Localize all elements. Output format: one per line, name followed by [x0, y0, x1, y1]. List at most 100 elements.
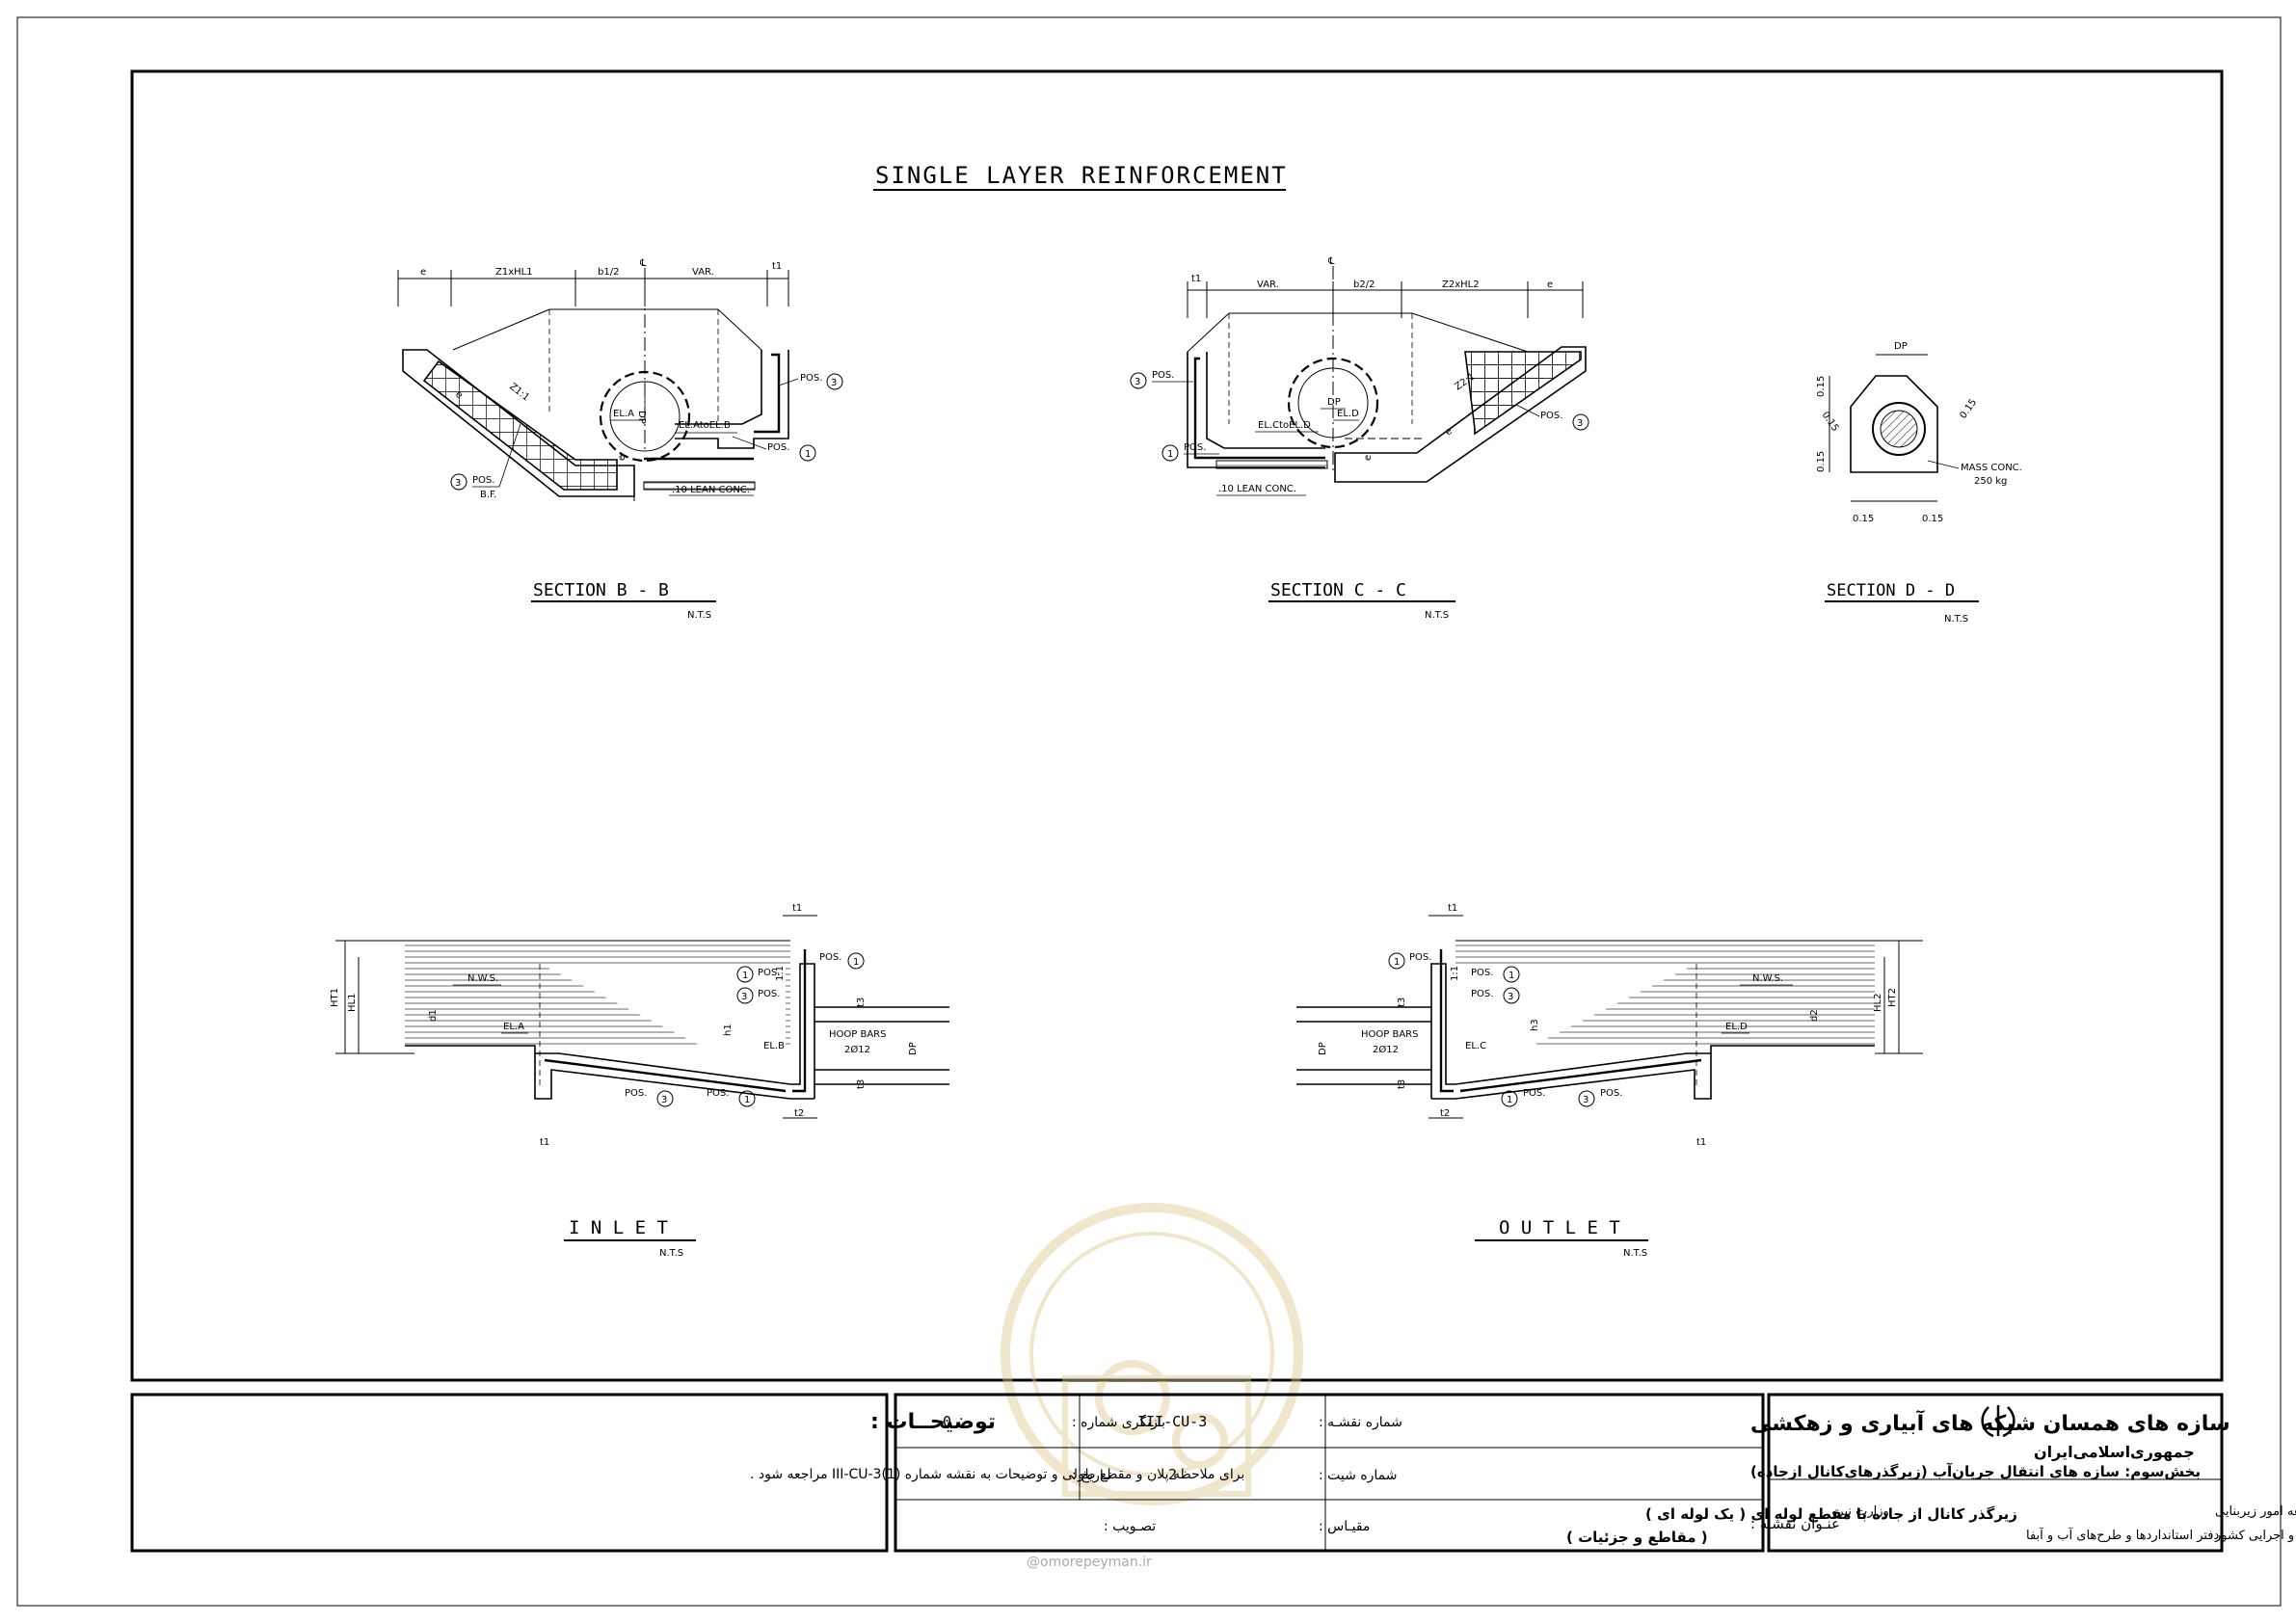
outlet-pos1: POS. [1471, 968, 1493, 978]
cc-scale: N.T.S [1425, 610, 1449, 621]
cc-title: SECTION C - C [1270, 580, 1406, 600]
notes-text: برای ملاحظه پلان و مقطع طولی و توضیحات ب… [750, 1467, 1244, 1482]
inlet-t1-top: t1 [792, 903, 802, 914]
inlet-pos1-num: 1 [742, 971, 748, 981]
watermark-text: @omorepeyman.ir [1027, 1555, 1152, 1570]
bb-pos3-left-num: 3 [455, 478, 461, 489]
notes-title: توضیحــات : [870, 1410, 996, 1434]
inlet-pos1-top-num: 1 [853, 957, 859, 968]
inlet-pos1-top: POS. [819, 952, 841, 963]
part-title: بخش‌سوم: سازه های انتقال جریان‌آب (زیرگذ… [1750, 1463, 2201, 1480]
inlet-t2: t2 [794, 1108, 804, 1119]
scale-label: مقیـاس : [1319, 1519, 1370, 1534]
dd-title: SECTION D - D [1827, 581, 1955, 600]
bb-slope-e: e [453, 389, 465, 401]
outlet-ht2: HT2 [1887, 988, 1898, 1007]
outlet-pos1-top-num: 1 [1394, 957, 1400, 968]
drawing-no-label: شماره نقشـه : [1319, 1415, 1402, 1430]
inlet-d1: d1 [428, 1009, 439, 1022]
bb-pos1-num: 1 [805, 449, 811, 460]
iran-emblem-icon [1981, 1405, 2016, 1438]
inlet-elb: EL.B [763, 1041, 785, 1051]
inlet-nws: N.W.S. [467, 973, 498, 984]
outlet-pos1-top: POS. [1409, 952, 1431, 963]
inlet-hl1: HL1 [347, 994, 358, 1012]
outlet-t3-b: t3 [1397, 1079, 1407, 1089]
inlet-bar-2012: 2Ø12 [844, 1044, 870, 1055]
bb-pos3-right: POS. [800, 373, 822, 384]
bb-dp: DP [636, 411, 647, 424]
bb-lean-conc: .10 LEAN CONC. [672, 485, 750, 495]
inlet-t3-a: t3 [856, 998, 867, 1007]
cc-elc-to-eld: EL.CtoEL.D [1258, 420, 1311, 431]
inlet-one-one: 1:1 [775, 966, 786, 981]
outlet-nws: N.W.S. [1752, 973, 1783, 984]
drawing-title-label: عنـوان نقشـه : [1750, 1515, 1840, 1532]
section-cc: t1 VAR. b2/2 Z2xHL2 e ℄ Z2:1 e e DP EL.C… [1130, 256, 1589, 621]
dd-scale: N.T.S [1944, 614, 1968, 625]
cc-pos1: POS. [1184, 442, 1206, 453]
drawing-title-2: ( مقاطع و جزئیات ) [1566, 1529, 1708, 1546]
inlet-dp: DP [908, 1042, 919, 1055]
sheet-label: شماره شیت : [1319, 1468, 1398, 1483]
bb-dim-var: VAR. [692, 267, 714, 278]
outlet-hoop-bars: HOOP BARS [1361, 1029, 1418, 1040]
outlet-section: HL2 HT2 N.W.S. d2 h3 EL.D EL.C HOOP BARS… [1296, 903, 1923, 1259]
bb-dim-e: e [420, 267, 426, 278]
approval-label: تصـویب : [1104, 1519, 1156, 1534]
outlet-t1-top: t1 [1448, 903, 1457, 914]
inlet-ela: EL.A [503, 1022, 524, 1032]
outlet-pos3: POS. [1471, 989, 1493, 999]
inlet-pos1: POS. [758, 968, 780, 978]
dd-dim-015-c: 0.15 [1820, 410, 1841, 434]
bb-dim-b1: b1/2 [598, 267, 619, 278]
outlet-pos3-num: 3 [1508, 992, 1513, 1002]
inlet-t3-b: t3 [856, 1079, 867, 1089]
cc-dim-t1: t1 [1191, 274, 1201, 284]
bb-centerline: ℄ [639, 258, 647, 269]
outlet-one-one: 1:1 [1450, 966, 1460, 981]
outlet-t3-a: t3 [1397, 998, 1407, 1007]
inlet-pos3-num: 3 [741, 992, 747, 1002]
dd-dim-015-e: 0.15 [1853, 514, 1874, 524]
outlet-hl2: HL2 [1873, 994, 1883, 1012]
cc-lean-conc: .10 LEAN CONC. [1218, 484, 1296, 494]
outlet-title: O U T L E T [1499, 1217, 1620, 1238]
cc-dim-e: e [1547, 279, 1553, 290]
bb-dim-z1hl1: Z1xHL1 [495, 267, 533, 278]
main-title: SINGLE LAYER REINFORCEMENT [875, 162, 1288, 189]
office-name: دفتر استانداردها و طرح‌های آب و آبفا [2026, 1527, 2220, 1543]
cc-pos1-num: 1 [1167, 449, 1173, 460]
inlet-pos3: POS. [758, 989, 780, 999]
bb-pos1: POS. [767, 442, 789, 453]
outlet-bar-2012: 2Ø12 [1373, 1044, 1399, 1055]
project-title: سازه های همسان شبکه های آبیاری و زهکشی [1750, 1409, 2230, 1436]
country-name: جمهوری‌اسلامی‌ایران [2034, 1443, 2195, 1461]
section-bb: e Z1xHL1 b1/2 VAR. t1 ℄ Z1:1 e e DP EL.A [397, 258, 843, 621]
outlet-pos3-bottom: POS. [1600, 1088, 1622, 1099]
ministry-name: وزارت نیرو [1830, 1504, 1889, 1519]
cc-slope-e: e [1443, 426, 1454, 439]
outlet-pos1-bottom: POS. [1523, 1088, 1545, 1099]
bb-ela: EL.A [613, 409, 634, 419]
outlet-d2: d2 [1809, 1009, 1820, 1022]
cc-pos3-left: POS. [1152, 370, 1174, 381]
bb-ela-to-elb: EL.AtoEL.B [679, 420, 731, 431]
cc-pos3-right-num: 3 [1577, 418, 1583, 429]
drawing-title-1: زیرگذر کانال از جاده با مقطع لوله ای ( ی… [1645, 1505, 2017, 1523]
inlet-title: I N L E T [569, 1217, 668, 1238]
dd-mass-conc: MASS CONC. [1961, 463, 2022, 473]
cc-dim-z2hl2: Z2xHL2 [1442, 279, 1480, 290]
outlet-h3: h3 [1530, 1019, 1540, 1031]
title-block: توضیحــات : برای ملاحظه پلان و مقطع طولی… [130, 1393, 2296, 1570]
cc-dim-b2: b2/2 [1353, 279, 1375, 290]
cc-centerline: ℄ [1327, 256, 1335, 267]
bb-pos3-right-num: 3 [831, 378, 837, 388]
dd-mass-kg: 250 kg [1974, 476, 2007, 487]
inlet-pos3-bottom: POS. [625, 1088, 647, 1099]
bb-title: SECTION B - B [533, 580, 669, 600]
outlet-elc: EL.C [1465, 1041, 1486, 1051]
cc-eld: EL.D [1337, 409, 1359, 419]
bb-slope: Z1:1 [507, 382, 531, 404]
dd-dp: DP [1894, 341, 1908, 352]
